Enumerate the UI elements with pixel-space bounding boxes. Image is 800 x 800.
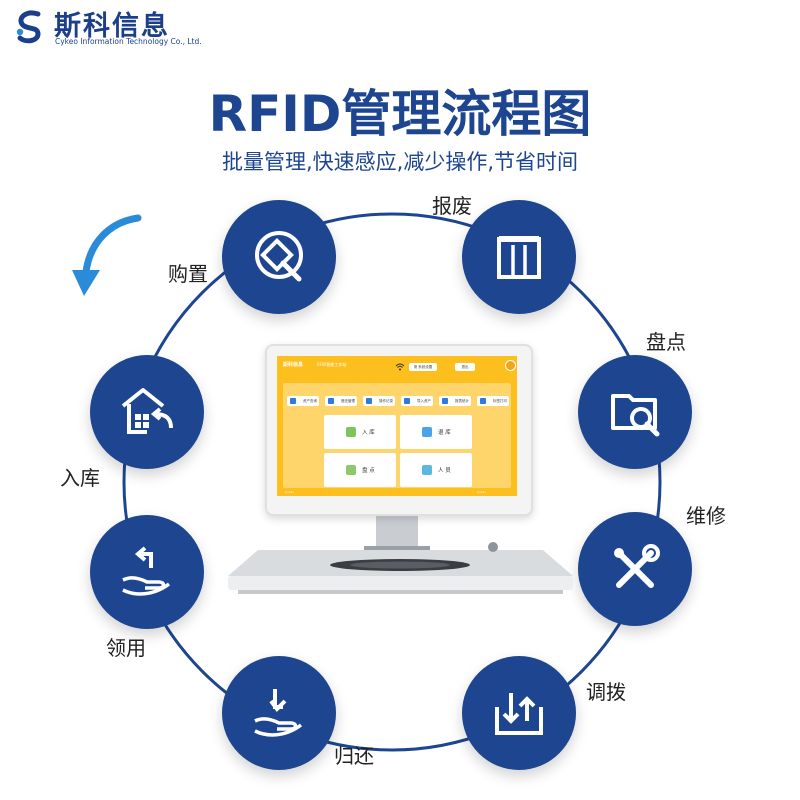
transfer-box-icon <box>495 693 543 735</box>
step-label-transfer: 调拨 <box>586 680 626 704</box>
kiosk-settings-button[interactable]: 常 系统设置 <box>409 363 437 371</box>
receive-hand-icon <box>122 546 171 596</box>
kiosk-power-icon[interactable] <box>505 360 516 371</box>
step-scrap <box>462 200 576 314</box>
kiosk-app-title: RFID智能工作站 <box>317 362 347 367</box>
kiosk-footer-right: Cykeo <box>477 490 487 494</box>
kiosk-tile-stock-in[interactable]: 入 库 <box>324 415 396 449</box>
step-warehouse-in <box>90 355 204 469</box>
personnel-icon <box>422 465 432 475</box>
kiosk-footer-left: Cykeo <box>285 490 295 494</box>
operation-log-icon <box>366 398 372 404</box>
warehouse-in-icon <box>121 388 173 434</box>
company-subtitle: Cykeo Information Technology Co., Ltd. <box>55 37 202 46</box>
company-name: 斯科信息 <box>54 11 170 42</box>
step-label-inventory: 盘点 <box>646 330 686 354</box>
kiosk-chip[interactable]: 借还管理 <box>325 396 357 406</box>
inventory-search-icon <box>611 394 660 437</box>
cycle-direction-arrow-icon <box>72 214 142 296</box>
asset-query-icon <box>290 398 296 404</box>
step-purchase <box>222 200 336 314</box>
kiosk-main-panel <box>283 383 511 488</box>
kiosk-chip[interactable]: 标签打印 <box>477 396 509 406</box>
repair-tools-icon <box>614 544 660 588</box>
import-icon <box>404 398 410 404</box>
page-subtitle: 批量管理,快速感应,减少操作,节省时间 <box>221 150 579 174</box>
wifi-icon <box>395 363 405 371</box>
stock-in-icon <box>346 427 356 437</box>
kiosk-tile-stock-out[interactable]: 退 库 <box>400 415 472 449</box>
borrow-return-icon <box>328 398 334 404</box>
stock-out-icon <box>422 427 432 437</box>
kiosk-chip[interactable]: 资产查询 <box>287 396 319 406</box>
kiosk-chip[interactable]: 报表统计 <box>439 396 471 406</box>
step-label-scrap: 报废 <box>432 194 472 218</box>
step-label-warehouse-in: 入库 <box>60 466 100 490</box>
step-receive <box>90 515 204 629</box>
kiosk-chip[interactable]: 操作记录 <box>363 396 395 406</box>
kiosk-inventory-icon <box>346 465 356 475</box>
step-label-repair: 维修 <box>686 504 726 528</box>
step-label-receive: 领用 <box>106 636 146 660</box>
step-inventory <box>578 355 692 469</box>
step-repair <box>578 512 692 626</box>
label-print-icon <box>480 398 486 404</box>
rfid-workstation <box>228 510 573 594</box>
page-title: RFID管理流程图 <box>208 85 592 143</box>
scrap-bin-icon <box>497 236 541 279</box>
report-icon <box>442 398 448 404</box>
company-logo-icon <box>16 10 41 44</box>
purchase-q-icon <box>255 231 303 282</box>
step-transfer <box>462 656 576 770</box>
step-label-return: 归还 <box>334 744 374 768</box>
kiosk-brand: 斯科信息 <box>283 362 304 368</box>
kiosk-tile-personnel[interactable]: 人 员 <box>400 453 472 487</box>
kiosk-tile-inventory[interactable]: 盘 点 <box>324 453 396 487</box>
step-return <box>222 656 336 770</box>
kiosk-exit-button[interactable]: 退出 <box>455 363 475 371</box>
kiosk-screen: 斯科信息 RFID智能工作站 常 系统设置 退出 资产查询 借还管理 操作记录 … <box>277 356 517 496</box>
return-hand-icon <box>254 689 303 737</box>
kiosk-chip[interactable]: 导入资产 <box>401 396 433 406</box>
step-label-purchase: 购置 <box>168 262 208 286</box>
